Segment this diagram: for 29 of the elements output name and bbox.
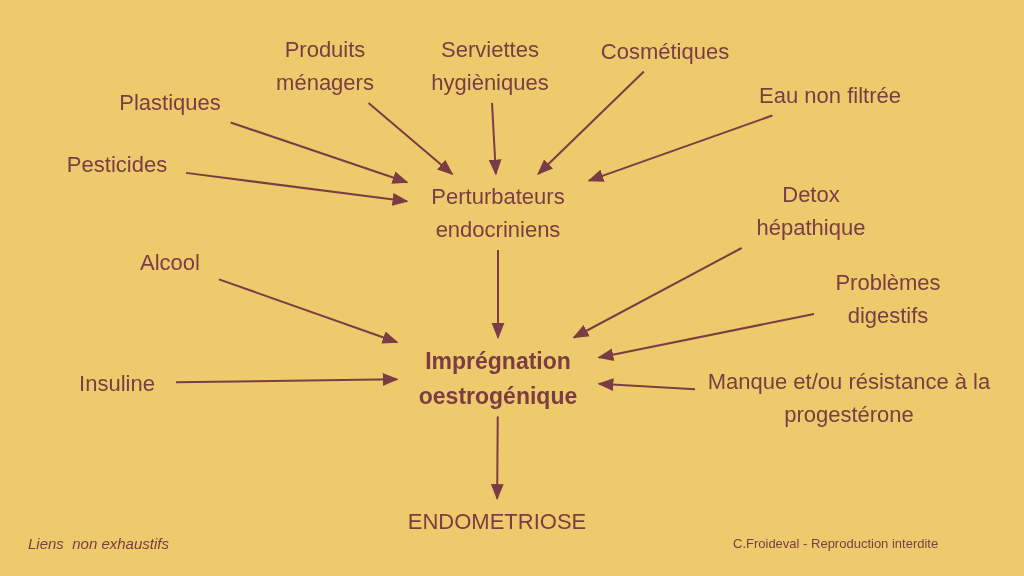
factor-label: Serviettes hygièniques [420, 33, 560, 99]
factor-label: Plastiques [105, 85, 235, 119]
factor-label: Alcool [125, 245, 215, 279]
arrow [185, 171, 409, 206]
arrow [597, 313, 815, 361]
arrow [229, 121, 409, 184]
factor-label: Manque et/ou résistance à la progestérone [699, 365, 999, 431]
factor-label: Produits ménagers [260, 33, 390, 99]
arrow [587, 114, 774, 182]
arrow [218, 278, 399, 344]
arrow [175, 373, 399, 386]
factor-label: Cosmétiques [590, 34, 740, 68]
footnote: Liens non exhaustifs [28, 535, 169, 552]
arrow [597, 378, 696, 391]
arrow [572, 247, 743, 339]
factor-label: ENDOMETRIOSE [397, 504, 597, 538]
factor-label: Insuline [62, 366, 172, 400]
arrow [367, 102, 454, 176]
arrow [490, 415, 504, 501]
factor-label: Detox hépathique [741, 178, 881, 244]
factor-label: Perturbateurs endocriniens [413, 180, 583, 246]
factor-label: Problèmes digestifs [818, 266, 958, 332]
arrow [537, 70, 645, 176]
credit-note: C.Froideval - Reproduction interdite [733, 536, 939, 551]
central-concept: Imprégnation oestrogénique [403, 343, 593, 413]
arrow [491, 249, 505, 340]
factor-label: Eau non filtrée [740, 78, 920, 112]
factor-label: Pesticides [52, 147, 182, 181]
arrow [488, 102, 502, 176]
